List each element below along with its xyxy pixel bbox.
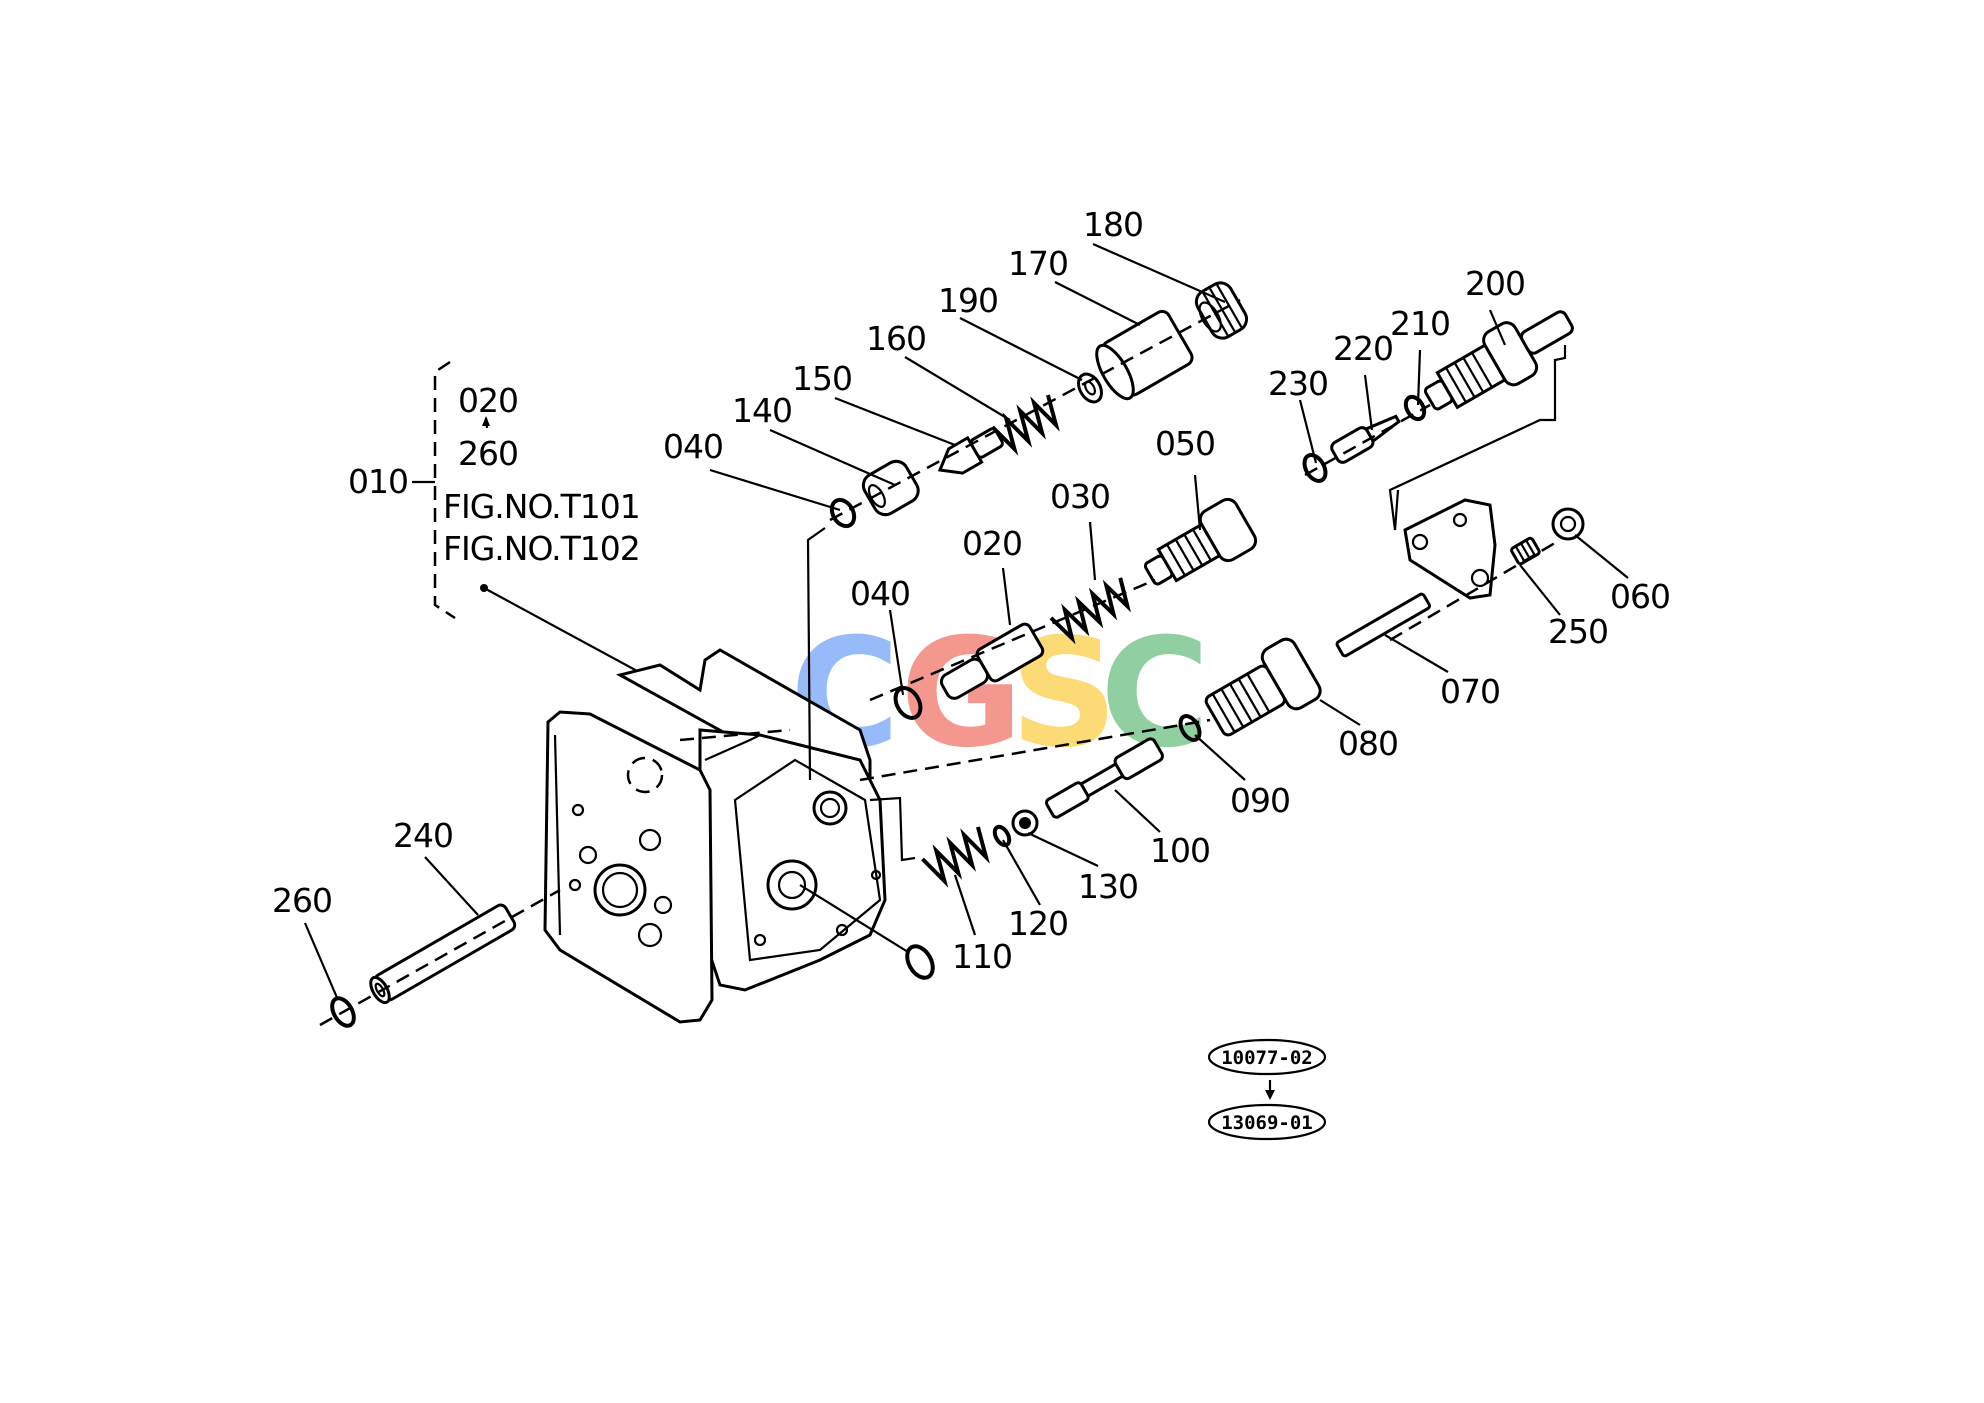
plunger-100 (1044, 737, 1164, 819)
label-200: 200 (1465, 264, 1525, 303)
part-drawings (319, 281, 1585, 1028)
ref-from-oval (1207, 1038, 1327, 1076)
label-150: 150 (792, 359, 852, 398)
sleeve-170 (1095, 309, 1194, 401)
group-item-020: 020 (458, 381, 518, 420)
label-190: 190 (938, 281, 998, 320)
ref-to: 13069-01 (1221, 1112, 1313, 1134)
spool-020 (939, 622, 1045, 700)
needle-220 (1330, 414, 1401, 464)
group-item-260: 260 (458, 434, 518, 473)
nut-060 (1551, 507, 1585, 541)
washer-190 (1077, 372, 1103, 404)
spring-110 (921, 826, 990, 888)
spring-160 (991, 394, 1060, 456)
part-labels: 180 170 190 160 150 140 040 050 030 020 … (272, 205, 1671, 976)
label-170: 170 (1008, 244, 1068, 283)
pump-housing (543, 648, 887, 1024)
valve-080 (1204, 637, 1322, 737)
label-160: 160 (866, 319, 926, 358)
label-050: 050 (1155, 424, 1215, 463)
ring-090 (1178, 714, 1202, 742)
label-080: 080 (1338, 724, 1398, 763)
label-210: 210 (1390, 304, 1450, 343)
label-070: 070 (1440, 672, 1500, 711)
label-090: 090 (1230, 781, 1290, 820)
ref-from: 10077-02 (1221, 1047, 1313, 1069)
label-130: 130 (1078, 867, 1138, 906)
reference-codes: 10077-02 13069-01 (1207, 1038, 1327, 1141)
label-030: 030 (1050, 477, 1110, 516)
spring-030 (1049, 577, 1131, 645)
group-bracket (412, 360, 651, 679)
label-180: 180 (1083, 205, 1143, 244)
ring-040-upper (829, 497, 857, 529)
group-fig-t102: FIG.NO.T102 (443, 529, 640, 568)
ring-housing (905, 944, 935, 980)
ref-to-oval (1207, 1103, 1327, 1141)
ring-210 (1403, 394, 1427, 422)
label-140: 140 (732, 391, 792, 430)
poppet-150 (937, 427, 1004, 475)
label-250: 250 (1548, 612, 1608, 651)
adjuster-200 (1423, 310, 1574, 411)
label-100: 100 (1150, 831, 1210, 870)
label-110: 110 (952, 937, 1012, 976)
label-260-lower: 260 (272, 881, 332, 920)
label-120: 120 (1008, 904, 1068, 943)
label-040-upper: 040 (663, 427, 723, 466)
rod-070 (1335, 592, 1432, 658)
label-040-lower: 040 (850, 574, 910, 613)
ring-120 (992, 824, 1012, 848)
label-020: 020 (962, 524, 1022, 563)
label-060: 060 (1610, 577, 1670, 616)
pin-240 (369, 903, 517, 1005)
group-fig-t101: FIG.NO.T101 (443, 487, 640, 526)
label-010: 010 (348, 462, 408, 501)
plug-050 (1143, 497, 1258, 586)
leader-lines (303, 242, 1629, 1001)
label-240: 240 (393, 816, 453, 855)
label-220: 220 (1333, 329, 1393, 368)
ring-040-lower (893, 686, 923, 720)
label-230: 230 (1268, 364, 1328, 403)
